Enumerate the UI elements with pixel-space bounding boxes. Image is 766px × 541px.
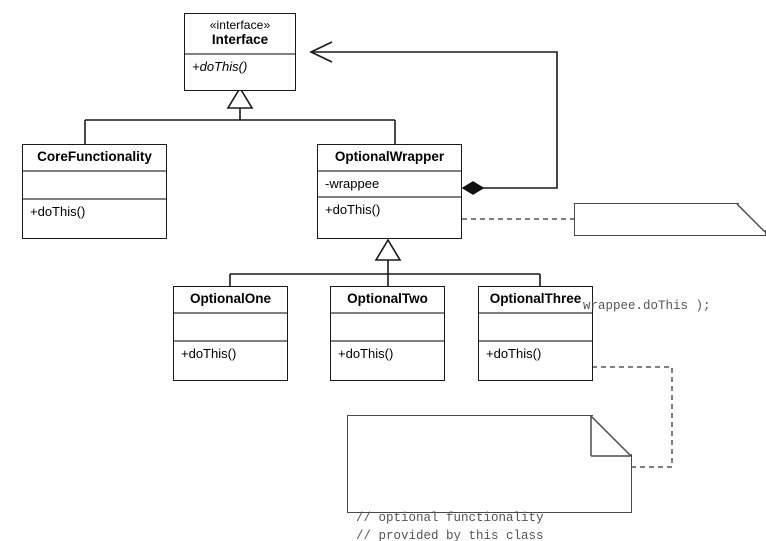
- filled-diamond-icon: [461, 181, 485, 195]
- operations-compartment-optional-two: +doThis(): [331, 339, 444, 366]
- operations-compartment-optional-one: +doThis(): [174, 339, 287, 366]
- hollow-triangle-icon: [226, 86, 254, 109]
- stereotype-label: «interface»: [209, 18, 271, 32]
- class-header-optional-three: OptionalThree: [479, 287, 592, 312]
- class-header-core-functionality: CoreFunctionality: [23, 145, 166, 170]
- note-background: [574, 203, 766, 236]
- class-box-interface[interactable]: «interface» Interface +doThis(): [184, 13, 296, 91]
- note-fold-mask: [739, 202, 766, 230]
- class-name-label: Interface: [211, 32, 269, 48]
- operation-do-this: +doThis(): [30, 203, 86, 219]
- class-box-optional-one[interactable]: OptionalOne +doThis(): [173, 286, 288, 381]
- operation-do-this: +doThis(): [338, 345, 394, 361]
- operations-compartment-core-functionality: +doThis(): [23, 197, 166, 224]
- class-header-optional-two: OptionalTwo: [331, 287, 444, 312]
- operation-do-this: +doThis(): [192, 59, 248, 75]
- note-wrapper-call[interactable]: wrappee.doThis );: [574, 202, 766, 313]
- class-name-label: CoreFunctionality: [37, 149, 152, 164]
- attributes-compartment-optional-three: [479, 311, 592, 340]
- note-text-optional-functionality: // optional functionality // provided by…: [356, 510, 544, 541]
- operation-do-this: +doThis(): [181, 345, 237, 361]
- hollow-triangle-icon: [374, 238, 402, 261]
- generalization-to-wrapper: [229, 238, 541, 286]
- attributes-compartment-optional-one: [174, 311, 287, 340]
- class-header-optional-one: OptionalOne: [174, 287, 287, 312]
- class-name-label: OptionalTwo: [347, 291, 428, 306]
- generalization-to-interface: [84, 86, 396, 144]
- class-box-optional-three[interactable]: OptionalThree +doThis(): [478, 286, 593, 381]
- note-fold-corner-icon: [736, 203, 766, 233]
- operation-do-this: +doThis(): [486, 345, 542, 361]
- attributes-compartment-optional-two: [331, 311, 444, 340]
- attributes-compartment-optional-wrapper: -wrappee: [318, 169, 461, 196]
- note-fold-corner-icon: [590, 415, 632, 457]
- class-name-label: OptionalWrapper: [334, 149, 445, 164]
- class-header-interface: «interface» Interface: [185, 14, 295, 53]
- note-optional-functionality[interactable]: // optional functionality // provided by…: [347, 414, 633, 541]
- class-name-label: OptionalThree: [489, 291, 582, 306]
- operations-compartment-optional-wrapper: +doThis(): [318, 196, 461, 222]
- class-header-optional-wrapper: OptionalWrapper: [318, 145, 461, 170]
- open-arrow-icon: [309, 41, 333, 63]
- note-text-wrapper-call: wrappee.doThis );: [583, 298, 711, 313]
- class-name-label: OptionalOne: [190, 291, 271, 306]
- operations-compartment-interface: +doThis(): [185, 53, 295, 79]
- class-box-optional-wrapper[interactable]: OptionalWrapper -wrappee +doThis(): [317, 144, 462, 239]
- class-box-core-functionality[interactable]: CoreFunctionality +doThis(): [22, 144, 167, 239]
- operation-do-this: +doThis(): [325, 202, 381, 218]
- operations-compartment-optional-three: +doThis(): [479, 339, 592, 366]
- attribute-wrappee: -wrappee: [325, 175, 380, 191]
- class-box-optional-two[interactable]: OptionalTwo +doThis(): [330, 286, 445, 381]
- attributes-compartment-core-functionality: [23, 169, 166, 198]
